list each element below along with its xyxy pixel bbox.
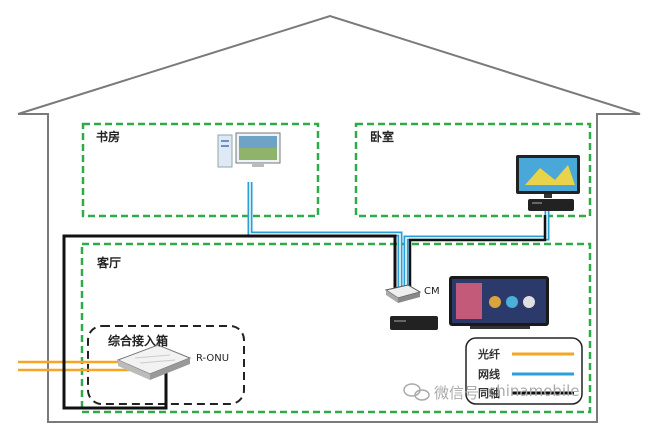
study-room-label: 书房 [96,130,121,144]
watermark-id: chinamobile [488,382,580,400]
bedroom-tv-icon [516,155,580,198]
living-room-box [80,242,592,414]
wechat-icon [403,383,430,401]
study-room-box [81,122,320,218]
bedroom-label: 卧室 [370,130,395,144]
cm-modem-icon [384,284,422,303]
cm-label: CM [424,286,440,297]
coax-cable [62,234,397,410]
r-onu-label: R-ONU [196,353,230,364]
bedroom-box [354,122,592,218]
watermark-prefix: 微信号 [434,384,480,402]
legend-coax-label: 同轴 [478,387,500,400]
r-onu-device-icon [116,344,192,380]
legend-network-label: 网线 [478,368,500,381]
bedroom-settop-box-icon [528,199,574,211]
coax-cable [408,215,547,298]
living-room-tv-icon [449,276,549,329]
desktop-computer-icon [217,132,281,168]
living-settop-box-icon [390,316,438,330]
living-room-label: 客厅 [97,256,122,270]
access-box-outline [87,325,245,405]
legend-fiber-label: 光纤 [478,348,500,361]
network-cable [247,182,550,298]
access-box-label: 综合接入箱 [108,334,169,348]
house-outline [17,14,641,423]
